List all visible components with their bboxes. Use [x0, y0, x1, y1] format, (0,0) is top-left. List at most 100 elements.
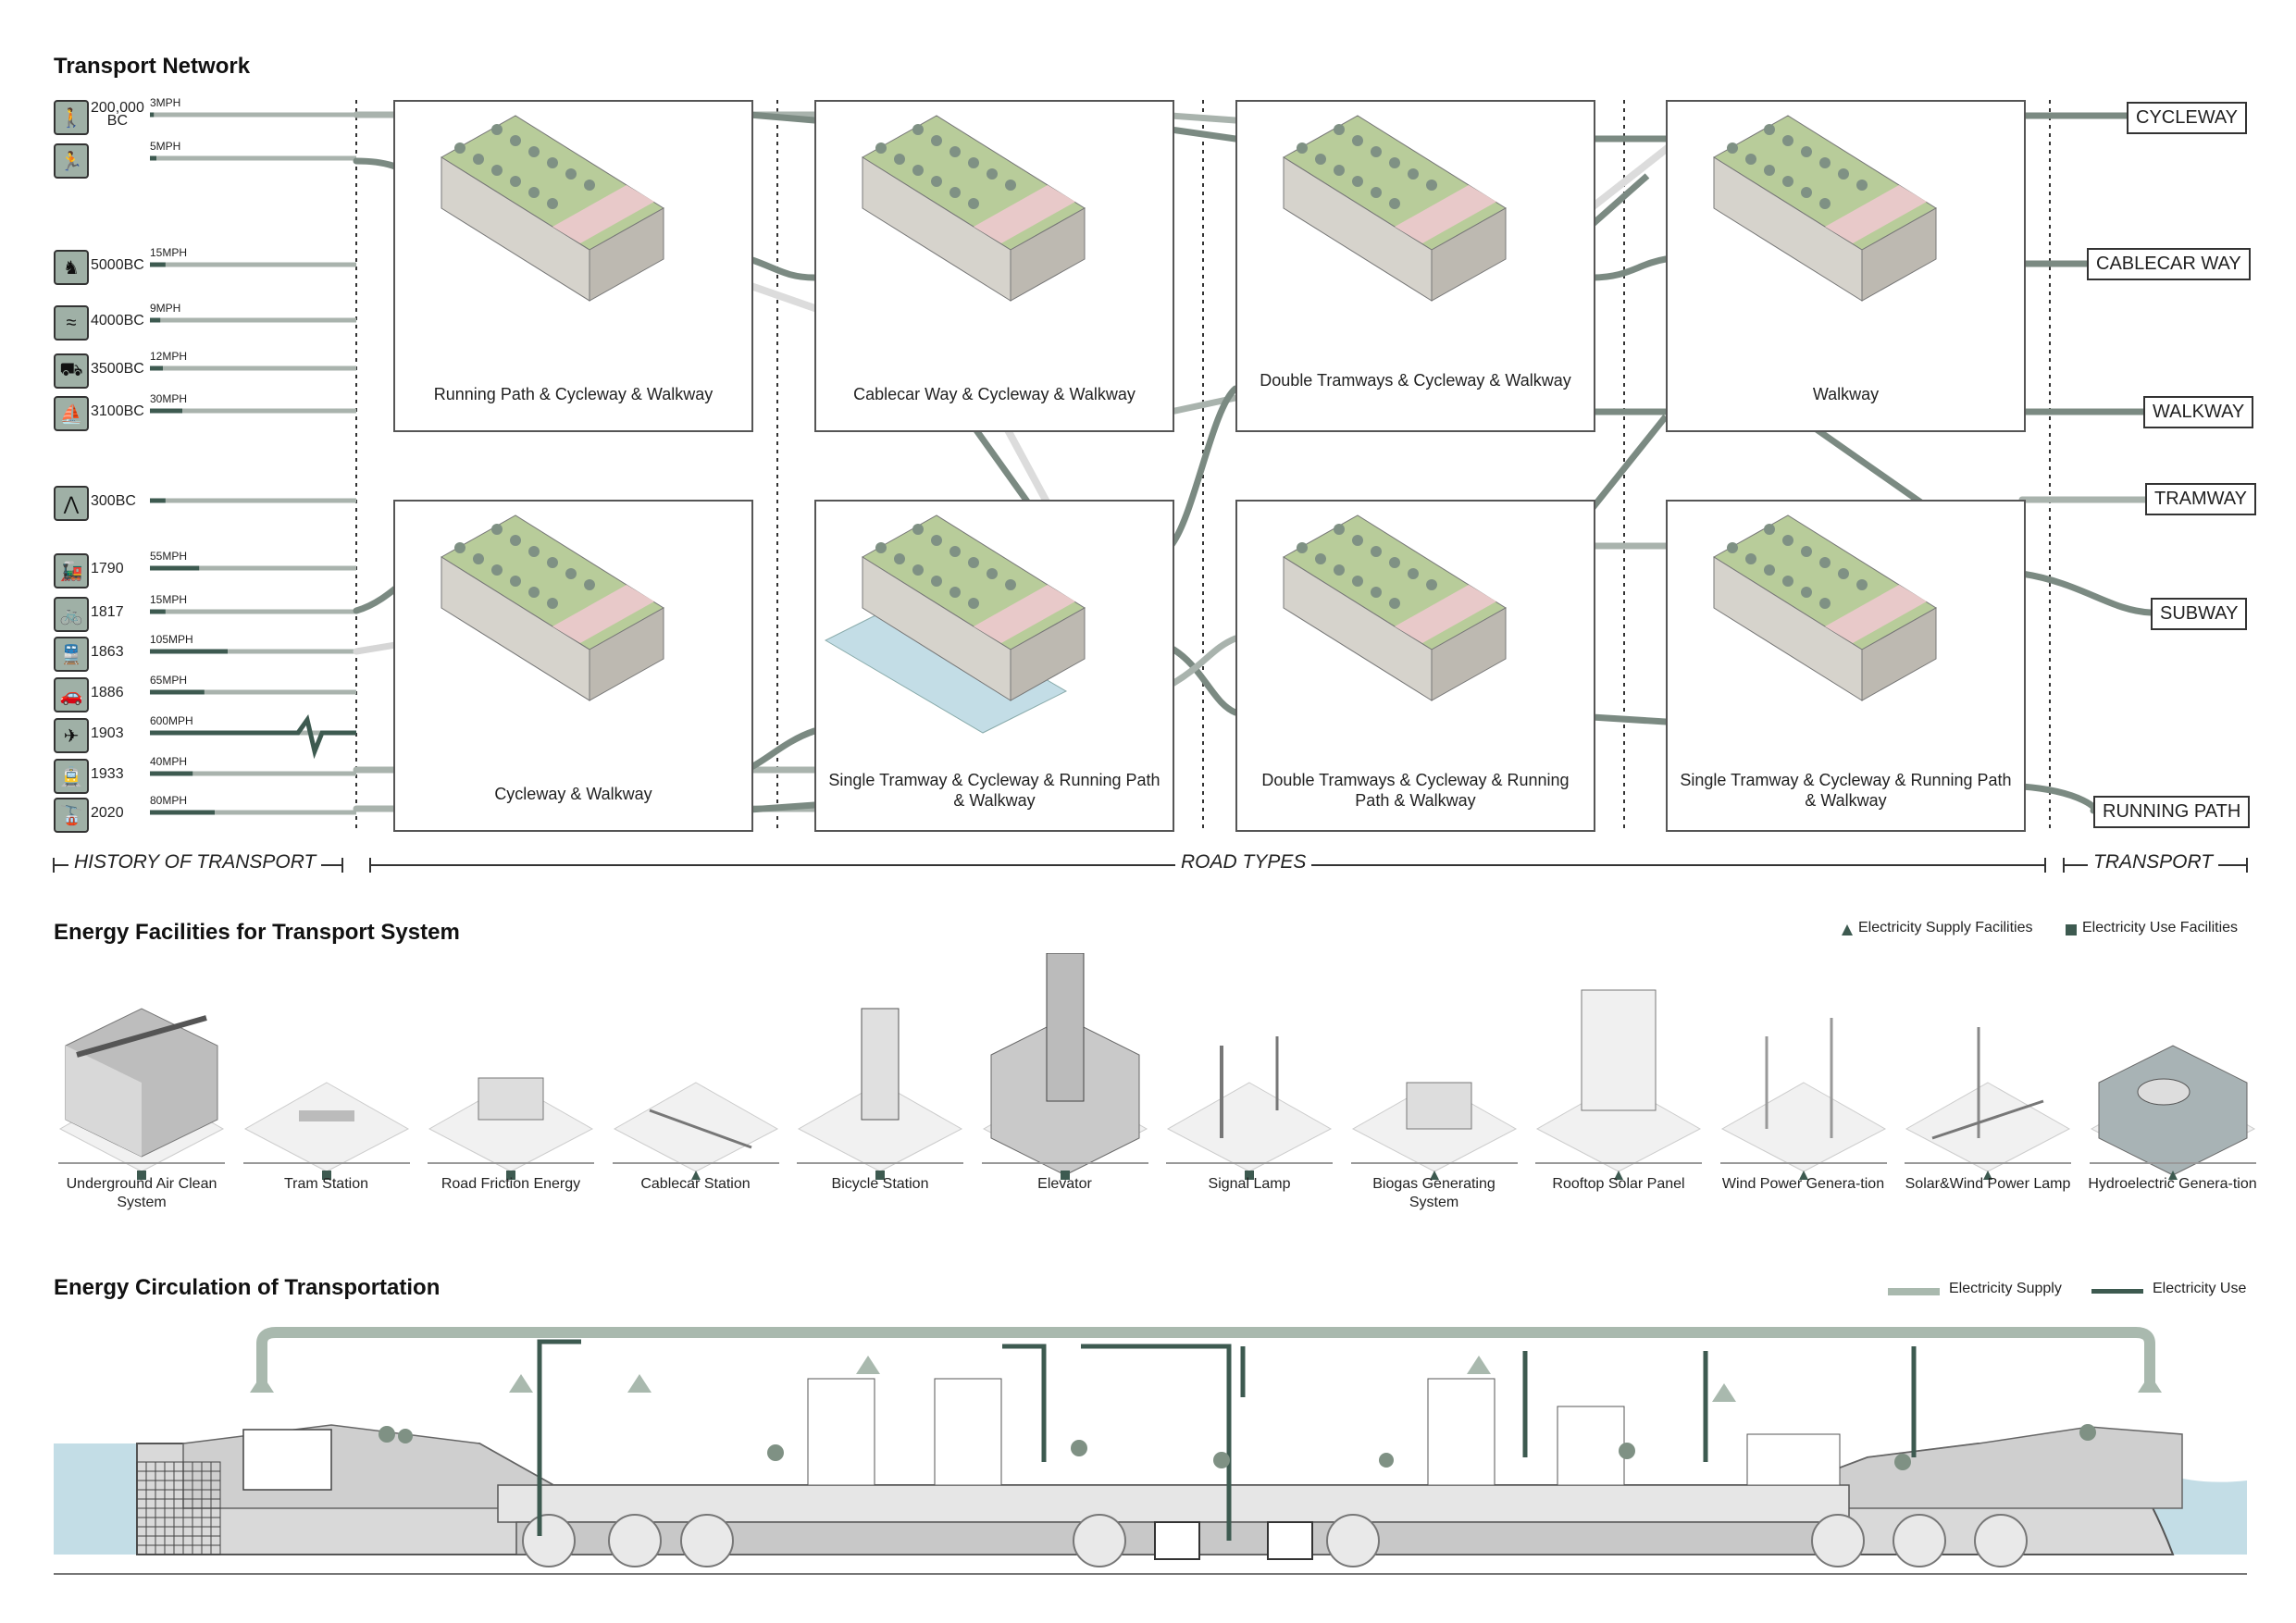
facility-divider	[242, 1162, 410, 1164]
history-year: 1863	[91, 644, 124, 660]
facility-divider	[612, 1162, 779, 1164]
history-speed: 9MPH	[150, 302, 181, 315]
history-year: 1903	[91, 725, 124, 741]
supply-marker-icon	[690, 1168, 701, 1180]
facility-illustration	[1166, 953, 1333, 1175]
network-connection	[1588, 713, 1669, 725]
facility-name: Bicycle Station	[831, 1176, 929, 1192]
network-connection	[1588, 255, 1669, 281]
network-connection	[1167, 644, 1239, 716]
network-connection	[1167, 635, 1239, 688]
road-type-label: Cablecar Way & Cycleway & Walkway	[853, 385, 1136, 403]
boat-icon: ≈	[54, 305, 89, 341]
transport-network-title: Transport Network	[54, 54, 251, 79]
road-icon: ⋀	[54, 486, 89, 521]
transport-tag: WALKWAY	[2143, 396, 2254, 428]
electricity-supply-loop	[256, 1327, 2155, 1383]
network-connection	[1167, 385, 1239, 550]
subway-stations	[1154, 1521, 1313, 1560]
facility-drawing	[1905, 1027, 2071, 1172]
facility-drawing	[428, 1077, 594, 1172]
legend-use-text: Electricity Use Facilities	[2082, 920, 2239, 935]
underground-turbines	[522, 1514, 2028, 1567]
sailboat-icon: ⛵	[54, 396, 89, 431]
facility-illustration	[2090, 953, 2256, 1176]
history-speed: 65MPH	[150, 674, 188, 687]
facility-illustration	[243, 953, 410, 1175]
solar-buildings	[807, 1378, 1841, 1486]
road-type-box: Walkway	[1666, 100, 2026, 432]
road-section-block	[1283, 514, 1507, 701]
history-year: 1933	[91, 766, 124, 782]
road-section-block	[824, 514, 1086, 734]
facility-divider	[1719, 1162, 1887, 1164]
history-year: 3100BC	[91, 403, 144, 419]
facility-drawing	[58, 1008, 225, 1172]
facility-illustration	[428, 953, 594, 1175]
facility-name: Rooftop Solar Panel	[1552, 1176, 1685, 1192]
horse-rider-icon: ♞	[54, 250, 89, 285]
history-speed: 55MPH	[150, 550, 188, 563]
tunnel-level	[497, 1484, 1850, 1523]
history-year: 1817	[91, 604, 124, 620]
facility-illustration	[613, 953, 779, 1175]
hill-right	[1793, 1426, 2183, 1509]
history-speed: 12MPH	[150, 350, 188, 363]
electricity-use-lines	[537, 1339, 1917, 1541]
road-type-label: Cycleway & Walkway	[494, 785, 652, 803]
history-speed: 15MPH	[150, 593, 188, 606]
transport-tag: CYCLEWAY	[2127, 102, 2248, 134]
facility-divider	[428, 1162, 594, 1164]
legend-use-swatch	[2091, 1289, 2143, 1294]
facility-name: Wind Power Genera-tion	[1721, 1176, 1885, 1192]
history-speed: 600MPH	[150, 714, 193, 727]
network-connection	[746, 801, 818, 813]
factory-building	[242, 1429, 332, 1491]
transport-tag: TRAMWAY	[2145, 483, 2256, 515]
facility-drawing	[2090, 1045, 2255, 1176]
facility-divider	[797, 1162, 963, 1164]
road-type-box: Double Tramways & Cycleway & Running Pat…	[1235, 500, 1595, 832]
facility-divider	[981, 1162, 1148, 1164]
energy-circulation-title: Energy Circulation of Transportation	[54, 1275, 441, 1300]
facility-name: Underground Air Clean System	[66, 1176, 217, 1210]
cart-icon: ⛟	[54, 353, 89, 389]
road-type-label: Running Path & Cycleway & Walkway	[433, 385, 714, 403]
facility-drawing	[797, 1008, 963, 1172]
history-year: 2020	[91, 805, 124, 821]
axis-history-label: HISTORY OF TRANSPORT	[68, 851, 322, 873]
facility-divider	[1535, 1162, 1702, 1164]
road-type-label: Single Tramway & Cycleway & Running Path…	[1680, 771, 2012, 810]
steam-train-icon: 🚂	[54, 553, 89, 588]
road-section-block	[441, 115, 664, 302]
facility-drawing	[1535, 989, 1702, 1172]
walking-person-icon: 🚶	[54, 100, 89, 135]
supply-marker-icon	[2167, 1168, 2178, 1180]
use-marker-icon	[321, 1168, 331, 1180]
network-connection	[746, 111, 818, 124]
road-type-box: Cycleway & Walkway	[393, 500, 753, 832]
train-icon: 🚆	[54, 637, 89, 672]
road-type-box: Running Path & Cycleway & Walkway	[393, 100, 753, 432]
road-type-box: Single Tramway & Cycleway & Running Path…	[814, 500, 1174, 832]
facility-illustration	[982, 952, 1148, 1176]
network-connection	[746, 255, 818, 281]
facility-divider	[1905, 1162, 2071, 1164]
legend-electricity-use-text: Electricity Use	[2153, 1281, 2247, 1296]
road-type-box: Single Tramway & Cycleway & Running Path…	[1666, 500, 2026, 832]
airplane-icon: ✈	[54, 718, 89, 753]
history-year: 3500BC	[91, 361, 144, 377]
square-icon	[2066, 924, 2077, 935]
road-section-block	[441, 514, 664, 701]
network-connection	[2018, 570, 2154, 616]
use-marker-icon	[506, 1168, 515, 1180]
history-speed: 40MPH	[150, 755, 188, 768]
use-marker-icon	[1060, 1168, 1070, 1180]
road-type-box: Double Tramways & Cycleway & Walkway	[1235, 100, 1595, 432]
facility-divider	[1350, 1162, 1518, 1164]
network-connection	[1167, 126, 1239, 142]
history-year: 200,000 BC	[91, 100, 144, 129]
use-marker-icon	[1245, 1168, 1254, 1180]
road-type-label: Single Tramway & Cycleway & Running Path…	[828, 771, 1160, 810]
road-section-block	[1713, 115, 1937, 302]
